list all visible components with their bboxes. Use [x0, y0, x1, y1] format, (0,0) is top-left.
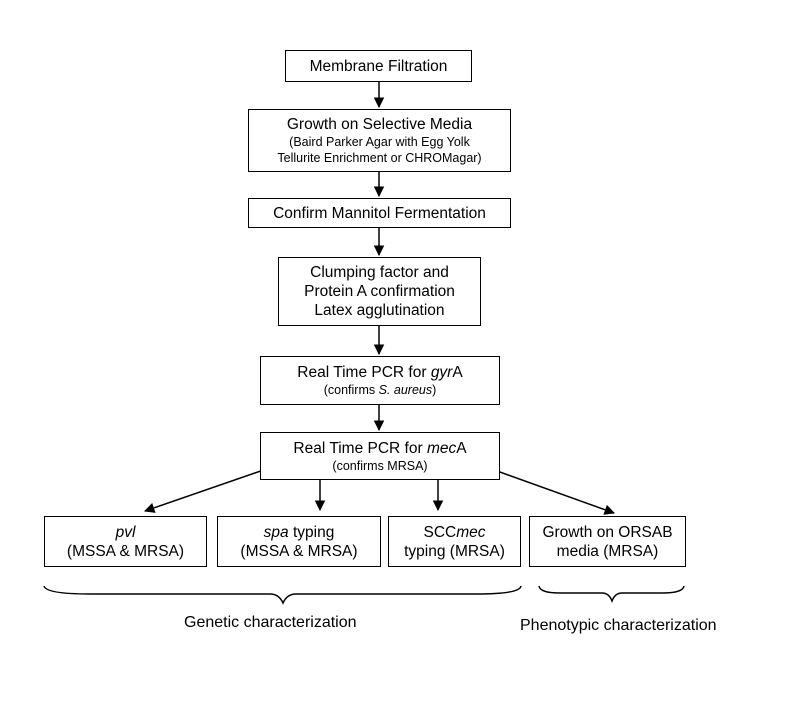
pcr-gyra-box: Real Time PCR for gyrA (confirms S. aure…	[260, 356, 500, 405]
pcr-gyra-title: Real Time PCR for gyrA	[297, 364, 463, 381]
mannitol-fermentation-label: Confirm Mannitol Fermentation	[273, 204, 486, 222]
spa-typing-name: spa typing	[263, 523, 335, 541]
orsab-growth-box: Growth on ORSAB media (MRSA)	[529, 516, 686, 567]
selective-media-title: Growth on Selective Media	[286, 116, 473, 133]
orsab-line-2: media (MRSA)	[556, 542, 659, 560]
selective-media-detail-2: Tellurite Enrichment or CHROMagar)	[277, 151, 482, 165]
scc-mec-name: SCCmec	[423, 523, 486, 541]
clumping-factor-box: Clumping factor and Protein A confirmati…	[278, 257, 481, 326]
scc-mec-typing-box: SCCmec typing (MRSA)	[388, 516, 521, 567]
spa-typing-detail: (MSSA & MRSA)	[240, 542, 358, 560]
membrane-filtration-label: Membrane Filtration	[309, 57, 448, 75]
clumping-factor-line-1: Clumping factor and	[310, 264, 449, 281]
pvl-box: pvl (MSSA & MRSA)	[44, 516, 207, 567]
pcr-meca-title: Real Time PCR for mecA	[293, 439, 467, 457]
pcr-meca-confirm: (confirms MRSA)	[332, 458, 428, 473]
clumping-factor-line-2: Protein A confirmation	[304, 283, 455, 300]
selective-media-detail-1: (Baird Parker Agar with Egg Yolk	[289, 135, 470, 149]
clumping-factor-line-3: Latex agglutination	[314, 302, 445, 319]
spa-typing-box: spa typing (MSSA & MRSA)	[217, 516, 381, 567]
selective-media-box: Growth on Selective Media (Baird Parker …	[248, 109, 511, 172]
mannitol-fermentation-box: Confirm Mannitol Fermentation	[248, 198, 511, 228]
arrow-6-pvl	[144, 464, 279, 513]
pcr-meca-box: Real Time PCR for mecA (confirms MRSA)	[260, 432, 500, 480]
phenotypic-characterization-caption: Phenotypic characterization	[520, 617, 717, 634]
pvl-name: pvl	[115, 523, 136, 541]
pcr-gyra-confirm: (confirms S. aureus)	[323, 383, 437, 397]
pvl-detail: (MSSA & MRSA)	[66, 542, 185, 560]
genetic-brace	[43, 585, 522, 605]
membrane-filtration-box: Membrane Filtration	[285, 50, 472, 82]
orsab-line-1: Growth on ORSAB	[542, 523, 673, 541]
arrow-6-orsab	[485, 466, 615, 515]
scc-mec-detail: typing (MRSA)	[404, 542, 505, 560]
phenotypic-brace	[538, 585, 685, 604]
genetic-characterization-caption: Genetic characterization	[184, 614, 357, 631]
